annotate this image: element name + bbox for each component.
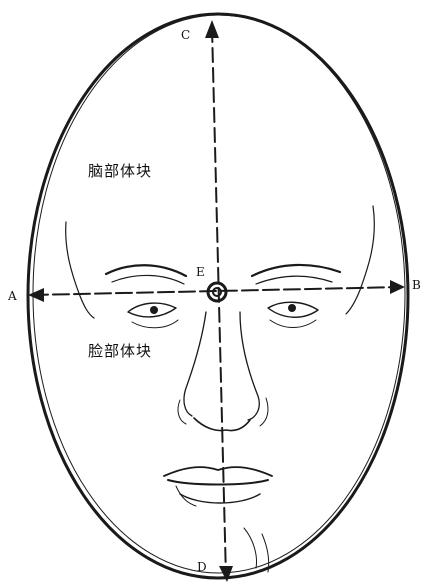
lip-line [168,480,268,485]
nose-right-bridge [240,312,259,420]
left-brow [106,265,186,276]
label-e: E [196,265,205,279]
arrowhead-down [219,566,233,582]
nose-left-bridge [184,312,206,416]
label-a: A [7,289,17,303]
face-sketch [66,206,375,572]
label-b: B [412,278,421,292]
chin-line [244,528,257,568]
arrowhead-up [205,20,219,38]
label-d: D [197,560,207,574]
left-temple-line [66,222,94,318]
label-c: C [181,28,190,42]
right-brow-under [256,276,332,284]
right-brow [252,265,340,276]
lower-lip [180,494,260,503]
arrowhead-left [28,288,44,302]
upper-lip [164,467,272,476]
region-label-cranial: 脑部体块 [88,162,152,180]
arrowhead-right [390,280,405,294]
right-temple-line [346,206,374,314]
region-label-facial: 脸部体块 [88,342,152,360]
left-brow-under [112,275,184,284]
